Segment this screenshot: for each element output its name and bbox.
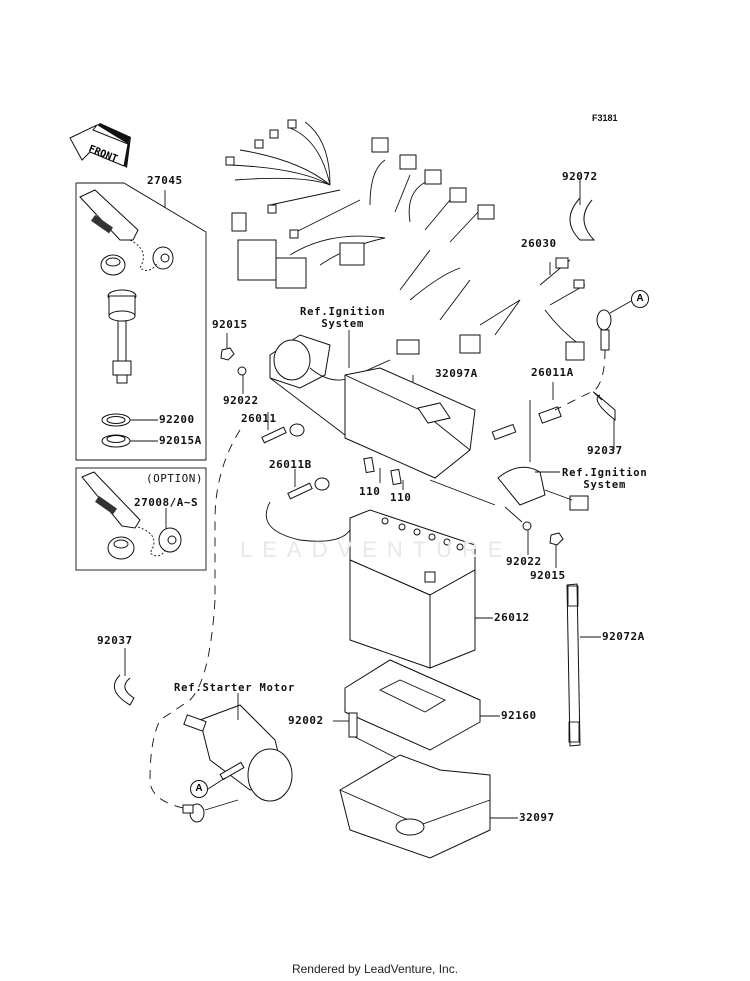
ignition-switch-set-box	[75, 182, 207, 461]
part-label-92037-left[interactable]: 92037	[97, 634, 133, 647]
battery-26012	[349, 509, 493, 669]
starter-relay	[429, 400, 589, 523]
part-label-27045[interactable]: 27045	[147, 174, 183, 187]
ref-ignition-system-top[interactable]: Ref.Ignition System	[300, 306, 386, 330]
part-label-92015-top[interactable]: 92015	[212, 318, 248, 331]
case-32097	[339, 754, 518, 859]
part-label-92022-top[interactable]: 92022	[223, 394, 259, 407]
option-switch-box	[75, 467, 207, 571]
part-label-92072a[interactable]: 92072A	[602, 630, 645, 643]
starter-motor	[183, 693, 293, 802]
part-label-32097[interactable]: 32097	[519, 811, 555, 824]
callout-a-bottom: A	[190, 780, 208, 798]
cover-32097a	[269, 367, 476, 479]
part-label-27008[interactable]: 27008/A~S	[134, 496, 199, 509]
part-label-110-b[interactable]: 110	[390, 491, 412, 504]
option-label: (OPTION)	[146, 472, 203, 485]
watermark: LEADVENTURE	[240, 537, 513, 562]
band-92072a	[566, 583, 601, 747]
part-label-92037-right[interactable]: 92037	[587, 444, 623, 457]
callout-a-top: A	[631, 290, 649, 308]
ignition-coil-part	[269, 334, 420, 389]
part-label-32097a[interactable]: 32097A	[435, 367, 478, 380]
ref-ignition-system-right[interactable]: Ref.Ignition System	[562, 467, 648, 491]
damper-92160	[344, 659, 500, 751]
part-label-92072[interactable]: 92072	[562, 170, 598, 183]
footer-credit: Rendered by LeadVenture, Inc.	[291, 962, 459, 976]
part-label-26011[interactable]: 26011	[241, 412, 277, 425]
part-label-26030[interactable]: 26030	[521, 237, 557, 250]
part-label-110-a[interactable]: 110	[359, 485, 381, 498]
part-label-92022-bottom[interactable]: 92022	[506, 555, 542, 568]
part-label-26011b[interactable]: 26011B	[269, 458, 312, 471]
part-label-92200[interactable]: 92200	[159, 413, 195, 426]
part-label-26012[interactable]: 26012	[494, 611, 530, 624]
front-arrow-icon: FRONT	[69, 123, 131, 168]
figure-code: F3181	[592, 113, 618, 123]
part-label-92002[interactable]: 92002	[288, 714, 324, 727]
part-label-92015a[interactable]: 92015A	[159, 434, 202, 447]
main-harness	[225, 119, 591, 361]
part-label-26011a[interactable]: 26011A	[531, 366, 574, 379]
part-label-92160[interactable]: 92160	[501, 709, 537, 722]
ref-starter-motor[interactable]: Ref.Starter Motor	[174, 682, 296, 694]
part-label-92015-bottom[interactable]: 92015	[530, 569, 566, 582]
